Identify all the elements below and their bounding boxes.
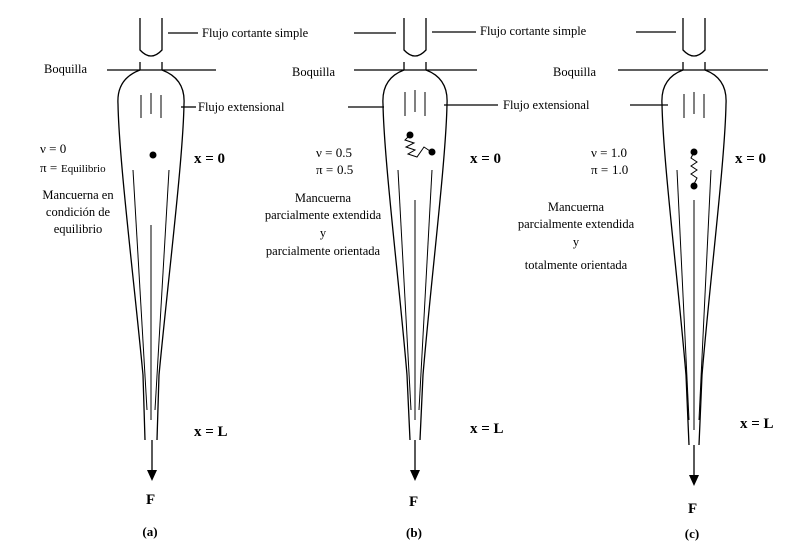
description-b-line2: parcialmente extendida — [265, 208, 382, 222]
nu-b: ν = 0.5 — [316, 145, 352, 160]
caption-b: (b) — [406, 525, 422, 540]
x-L-a: x = L — [194, 424, 228, 440]
pi-symbol-a: π = — [40, 160, 57, 175]
description-b-line3: y — [320, 226, 327, 240]
description-a-line2: condición de — [46, 205, 111, 219]
pi-value-a: Equilibrio — [61, 163, 106, 175]
label-extensional-a: Flujo extensional — [198, 100, 285, 114]
description-a-line3: equilibrio — [54, 222, 103, 236]
pi-symbol-b: π = — [316, 162, 333, 177]
panel-c: Boquilla ν = 1.0 π = 1.0 Mancuerna parci… — [518, 18, 774, 541]
description-b-line1: Mancuerna — [295, 191, 352, 205]
dumbbell-c — [690, 148, 698, 190]
pi-value-c: 1.0 — [612, 162, 628, 177]
dumbbell-b — [404, 131, 436, 158]
x-zero-b: x = 0 — [470, 151, 501, 167]
x-zero-c: x = 0 — [735, 151, 766, 167]
description-c-line2: parcialmente extendida — [518, 217, 635, 231]
nu-c: ν = 1.0 — [591, 145, 627, 160]
pi-value-b: 0.5 — [337, 162, 353, 177]
force-arrow-head-a — [147, 470, 157, 481]
capillary-tube-c — [682, 18, 706, 57]
capillary-tube-b — [403, 18, 427, 57]
nu-a: ν = 0 — [40, 141, 66, 156]
force-label-a: F — [146, 492, 155, 508]
label-simple-shear-a: Flujo cortante simple — [202, 26, 309, 40]
caption-a: (a) — [142, 524, 157, 539]
force-label-c: F — [688, 501, 697, 517]
caption-c: (c) — [685, 526, 699, 541]
streamlines-b — [397, 90, 433, 420]
label-nozzle-b: Boquilla — [292, 65, 336, 79]
description-a-line1: Mancuerna en — [42, 188, 114, 202]
pi-symbol-c: π = — [591, 162, 608, 177]
dumbbell-bead-a — [149, 151, 157, 159]
streamlines-c — [676, 92, 712, 430]
x-L-b: x = L — [470, 421, 504, 437]
x-L-c: x = L — [740, 416, 774, 432]
fiber-outline-c — [661, 69, 727, 446]
panel-a: Flujo cortante simple Boquilla Flujo ext… — [40, 18, 396, 539]
capillary-tube-a — [139, 18, 163, 57]
force-arrow-head-b — [410, 470, 420, 481]
label-simple-shear-b: Flujo cortante simple — [480, 24, 587, 38]
label-extensional-b: Flujo extensional — [503, 98, 590, 112]
label-nozzle-a: Boquilla — [44, 62, 88, 76]
description-b-line4: parcialmente orientada — [266, 244, 381, 258]
description-c-line4: totalmente orientada — [525, 258, 628, 272]
panel-b: Flujo cortante simple Boquilla Flujo ext… — [265, 18, 676, 540]
description-c-line1: Mancuerna — [548, 200, 605, 214]
x-zero-a: x = 0 — [194, 151, 225, 167]
label-nozzle-c: Boquilla — [553, 65, 597, 79]
description-c-line3: y — [573, 235, 580, 249]
streamlines-a — [132, 93, 170, 420]
force-label-b: F — [409, 494, 418, 510]
fiber-outline-b — [382, 69, 448, 441]
fiber-outline-a — [117, 69, 185, 441]
force-arrow-head-c — [689, 475, 699, 486]
